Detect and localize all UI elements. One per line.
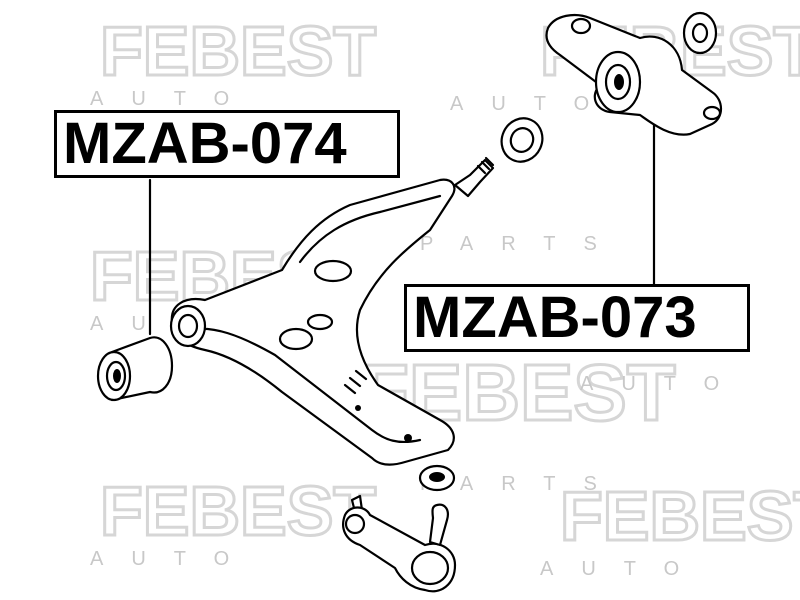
part-number-label-mzab-073: MZAB-073 — [404, 284, 750, 352]
ball-joint-flange-hole — [344, 513, 366, 535]
watermark-auto: AUTO — [90, 88, 257, 110]
arm-hole — [306, 313, 334, 331]
grommet-part — [418, 464, 456, 492]
watermark-auto: AUTO — [450, 93, 617, 115]
watermark-brand: FEBEST — [100, 12, 376, 90]
watermark-auto: AUTO — [580, 373, 747, 395]
arm-bushing-hole — [313, 259, 353, 283]
watermark-brand: FEBEST — [100, 472, 376, 550]
front-bushing-part — [545, 11, 723, 136]
arm-ribbing — [343, 369, 368, 395]
arm-bushing-hole — [278, 327, 314, 351]
ball-stud — [453, 158, 495, 198]
watermark-brand: FEBEST — [560, 477, 800, 555]
control-arm-body — [170, 178, 456, 466]
bracket-bushing-core — [614, 74, 624, 90]
watermark-auto: AUTO — [540, 558, 707, 580]
arm-rear-eye-inner — [177, 313, 199, 339]
watermark-auto: AUTO — [90, 548, 257, 570]
bushing-core — [113, 369, 121, 383]
ball-stud-thread — [476, 156, 495, 175]
control-arm-drawing — [169, 156, 495, 466]
rear-bushing-part — [96, 336, 174, 402]
washer-inner — [509, 127, 535, 153]
bracket-washer-inner — [691, 22, 709, 44]
arm-rivet — [404, 434, 412, 442]
ball-joint-boot — [410, 550, 450, 586]
control-arm-flange — [188, 327, 422, 444]
arm-rear-eye — [169, 304, 207, 348]
part-number-label-mzab-074: MZAB-074 — [54, 110, 400, 178]
bracket-bolt-hole — [570, 17, 592, 35]
control-arm-ridge — [298, 194, 442, 264]
bracket-bolt-hole — [702, 105, 722, 121]
grommet-inner — [429, 472, 445, 482]
arm-rivet — [355, 405, 361, 411]
ball-joint-part — [342, 494, 457, 593]
watermark-parts: PARTS — [420, 473, 625, 495]
washer-part — [500, 117, 544, 163]
ball-joint-stud — [428, 503, 449, 547]
watermark-parts: PARTS — [420, 233, 625, 255]
